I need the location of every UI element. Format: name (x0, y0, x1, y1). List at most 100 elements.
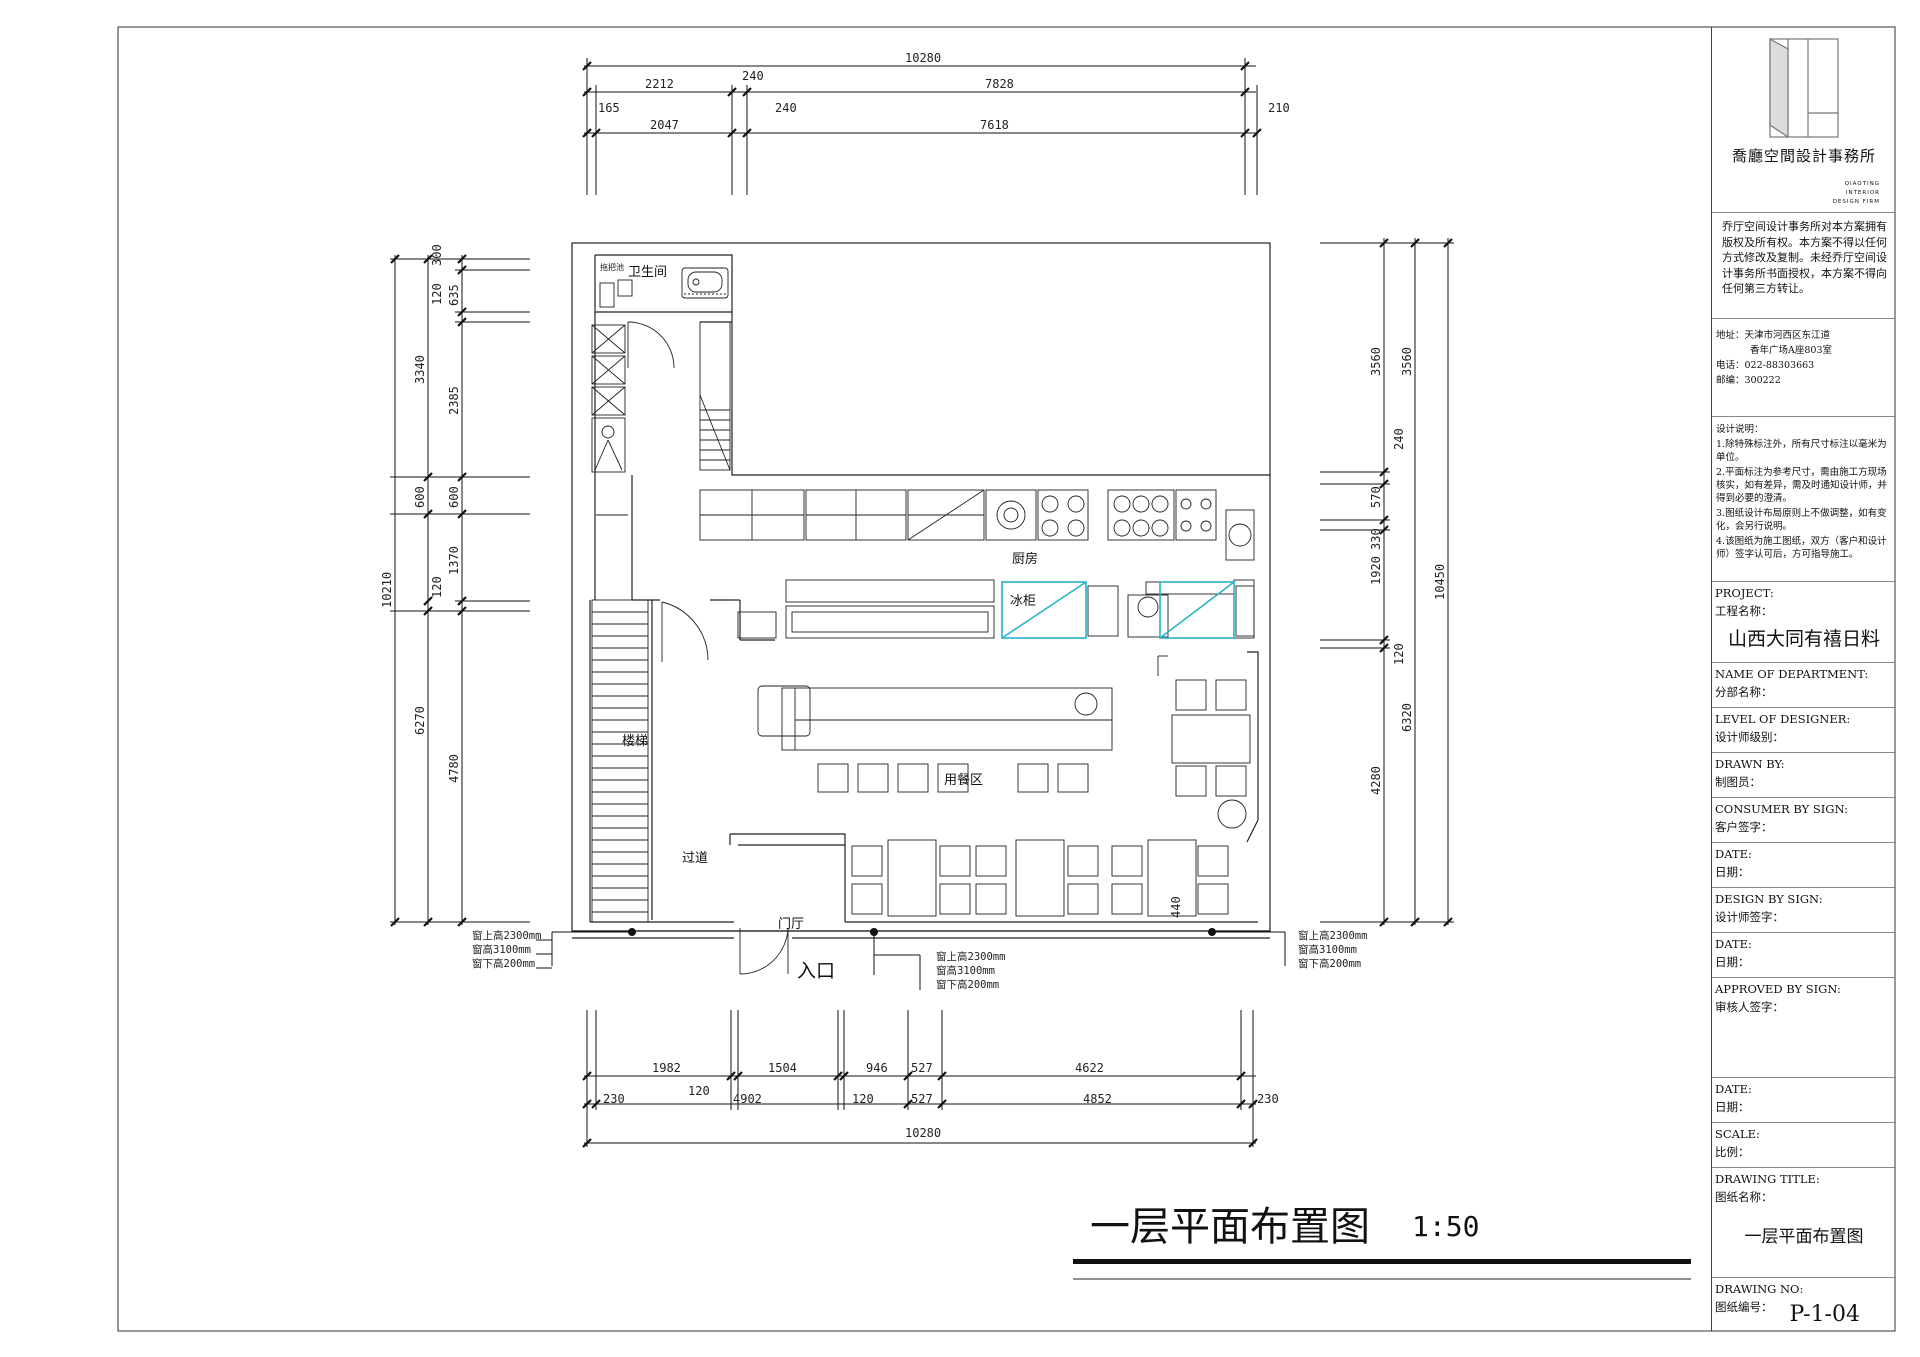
dim-bottom-946: 946 (866, 1061, 888, 1075)
drawing-no-label-en: DRAWING NO: (1715, 1282, 1804, 1296)
plan-walls (571, 242, 1271, 939)
label-aisle: 过道 (682, 851, 708, 866)
project-label-en: PROJECT: (1715, 586, 1774, 600)
window-left-bottom: 窗下高200mm (472, 957, 535, 970)
dim-top-e: 2047 (650, 118, 679, 132)
approved-cn: 审核人签字： (1715, 1000, 1784, 1014)
dim-left-3340: 3340 (413, 355, 427, 384)
dim-top-g: 7618 (980, 118, 1009, 132)
designer-level-cell: LEVEL OF DESIGNER: 设计师级别： (1712, 707, 1896, 752)
design-notes-heading: 设计说明： (1716, 424, 1764, 435)
firm-name: 喬廳空間設計事務所 (1731, 147, 1876, 165)
dim-bottom-1504: 1504 (768, 1061, 797, 1075)
project-cell: PROJECT: 工程名称： 山西大同有禧日料 (1712, 581, 1896, 662)
dim-right-3560a: 3560 (1369, 347, 1383, 376)
design-note-3: 3.图纸设计布局原则上不做调整，如有变化，会另行说明。 (1716, 508, 1887, 532)
project-label-cn: 工程名称： (1715, 604, 1773, 618)
date-2-en: DATE: (1715, 937, 1752, 951)
drawing-no-cell: DRAWING NO: 图纸编号： P-1-04 (1712, 1277, 1896, 1331)
dim-right-10450: 10450 (1433, 564, 1447, 600)
title-underline-thick (1073, 1259, 1691, 1264)
dim-top-f: 240 (775, 101, 797, 115)
designer-level-cn: 设计师级别： (1715, 730, 1784, 744)
dim-right-6320: 6320 (1400, 703, 1414, 732)
dim-right-570: 570 (1369, 486, 1383, 508)
drawing-title-label-cn: 图纸名称： (1715, 1190, 1773, 1204)
dim-left-300: 300 (430, 244, 444, 266)
kitchen-door (661, 601, 709, 662)
label-entrance: 入口 (797, 960, 835, 982)
drawn-by-cn: 制图员： (1715, 775, 1761, 789)
dim-top-total: 10280 (905, 51, 941, 65)
design-note-1: 1.除特殊标注外，所有尺寸标注以毫米为单位。 (1716, 439, 1887, 463)
fridge-units (1001, 581, 1235, 639)
date-cell-3: DATE: 日期： (1712, 1077, 1896, 1122)
firm-en-2: INTERIOR (1845, 190, 1880, 196)
dim-bottom-1982: 1982 (652, 1061, 681, 1075)
dim-right-1920: 1920 (1369, 556, 1383, 585)
dim-left-10210: 10210 (380, 572, 394, 608)
date-3-cn: 日期： (1715, 1100, 1750, 1114)
top-dimensions (582, 58, 1262, 195)
firm-logo-cell: 喬廳空間設計事務所 QIAOTING INTERIOR DESIGN FIRM (1712, 27, 1896, 212)
sheet-frame (117, 26, 1896, 1332)
dim-bottom-4902: 4902 (733, 1092, 762, 1106)
utility-units (591, 321, 731, 473)
label-foyer: 门厅 (778, 917, 804, 932)
dim-top-a: 2212 (645, 77, 674, 91)
copyright-text: 乔厅空间设计事务所对本方案拥有版权及所有权。本方案不得以任何方式修改及复制。未经… (1722, 220, 1887, 295)
firm-en-3: DESIGN FIRM (1832, 199, 1880, 205)
drawing-title-value: 一层平面布置图 (1744, 1227, 1864, 1247)
title-block: 喬廳空間設計事務所 QIAOTING INTERIOR DESIGN FIRM … (1711, 27, 1896, 1331)
dim-left-635: 635 (447, 284, 461, 306)
dim-right-240: 240 (1392, 428, 1406, 450)
dim-bottom-230a: 230 (603, 1092, 625, 1106)
window-right-top: 窗上高2300mm (1298, 929, 1367, 942)
drawing-title: 一层平面布置图 (1090, 1204, 1370, 1250)
left-dimensions (390, 254, 530, 927)
window-markers (536, 928, 1286, 990)
department-label-cn: 分部名称： (1715, 685, 1773, 699)
label-mop-sink: 拖把池 (600, 262, 624, 272)
label-stairs: 楼梯 (622, 734, 648, 749)
booth-seating (851, 655, 1251, 917)
firm-en-1: QIAOTING (1844, 181, 1880, 187)
consumer-sign-cell: CONSUMER BY SIGN: 客户签字： (1712, 797, 1896, 842)
dim-top-b: 240 (742, 69, 764, 83)
dim-bottom-230b: 230 (1257, 1092, 1279, 1106)
scale-label-cn: 比例： (1715, 1145, 1750, 1159)
dim-bottom-total: 10280 (905, 1126, 941, 1140)
address-phone: 电话：022-88303663 (1716, 360, 1815, 371)
label-fridge: 冰柜 (1010, 594, 1036, 609)
date-3-en: DATE: (1715, 1082, 1752, 1096)
toilet-fixtures (599, 267, 729, 308)
date-cell-2: DATE: 日期： (1712, 932, 1896, 977)
drawing-no-label-cn: 图纸编号： (1715, 1300, 1773, 1314)
kitchen-equipment (699, 489, 1255, 639)
window-right-height: 窗高3100mm (1298, 943, 1357, 956)
dim-left-600: 600 (413, 486, 427, 508)
dim-bottom-4622: 4622 (1075, 1061, 1104, 1075)
consumer-sign-cn: 客户签字： (1715, 820, 1773, 834)
date-2-cn: 日期： (1715, 955, 1750, 969)
dim-left-600b: 600 (447, 486, 461, 508)
address-line-1: 地址：天津市河西区东江道 (1716, 330, 1831, 341)
address-postcode: 邮编：300222 (1716, 375, 1781, 386)
dim-right-120: 120 (1392, 643, 1406, 665)
dim-right-4280: 4280 (1369, 766, 1383, 795)
approved-en: APPROVED BY SIGN: (1715, 982, 1841, 996)
dim-top-h: 210 (1268, 101, 1290, 115)
design-sign-en: DESIGN BY SIGN: (1715, 892, 1823, 906)
dim-bottom-527b: 527 (911, 1092, 933, 1106)
dim-left-4780: 4780 (447, 754, 461, 783)
dim-bottom-4852: 4852 (1083, 1092, 1112, 1106)
approved-cell: APPROVED BY SIGN: 审核人签字： (1712, 977, 1896, 1077)
label-dining: 用餐区 (944, 772, 983, 788)
fridge-compressors (1087, 585, 1255, 637)
dim-left-120a: 120 (430, 283, 444, 305)
main-stairs (591, 514, 649, 923)
dim-top-c: 7828 (985, 77, 1014, 91)
dim-left-120b: 120 (430, 576, 444, 598)
drawing-title-label-en: DRAWING TITLE: (1715, 1172, 1820, 1186)
drawn-by-en: DRAWN BY: (1715, 757, 1785, 771)
